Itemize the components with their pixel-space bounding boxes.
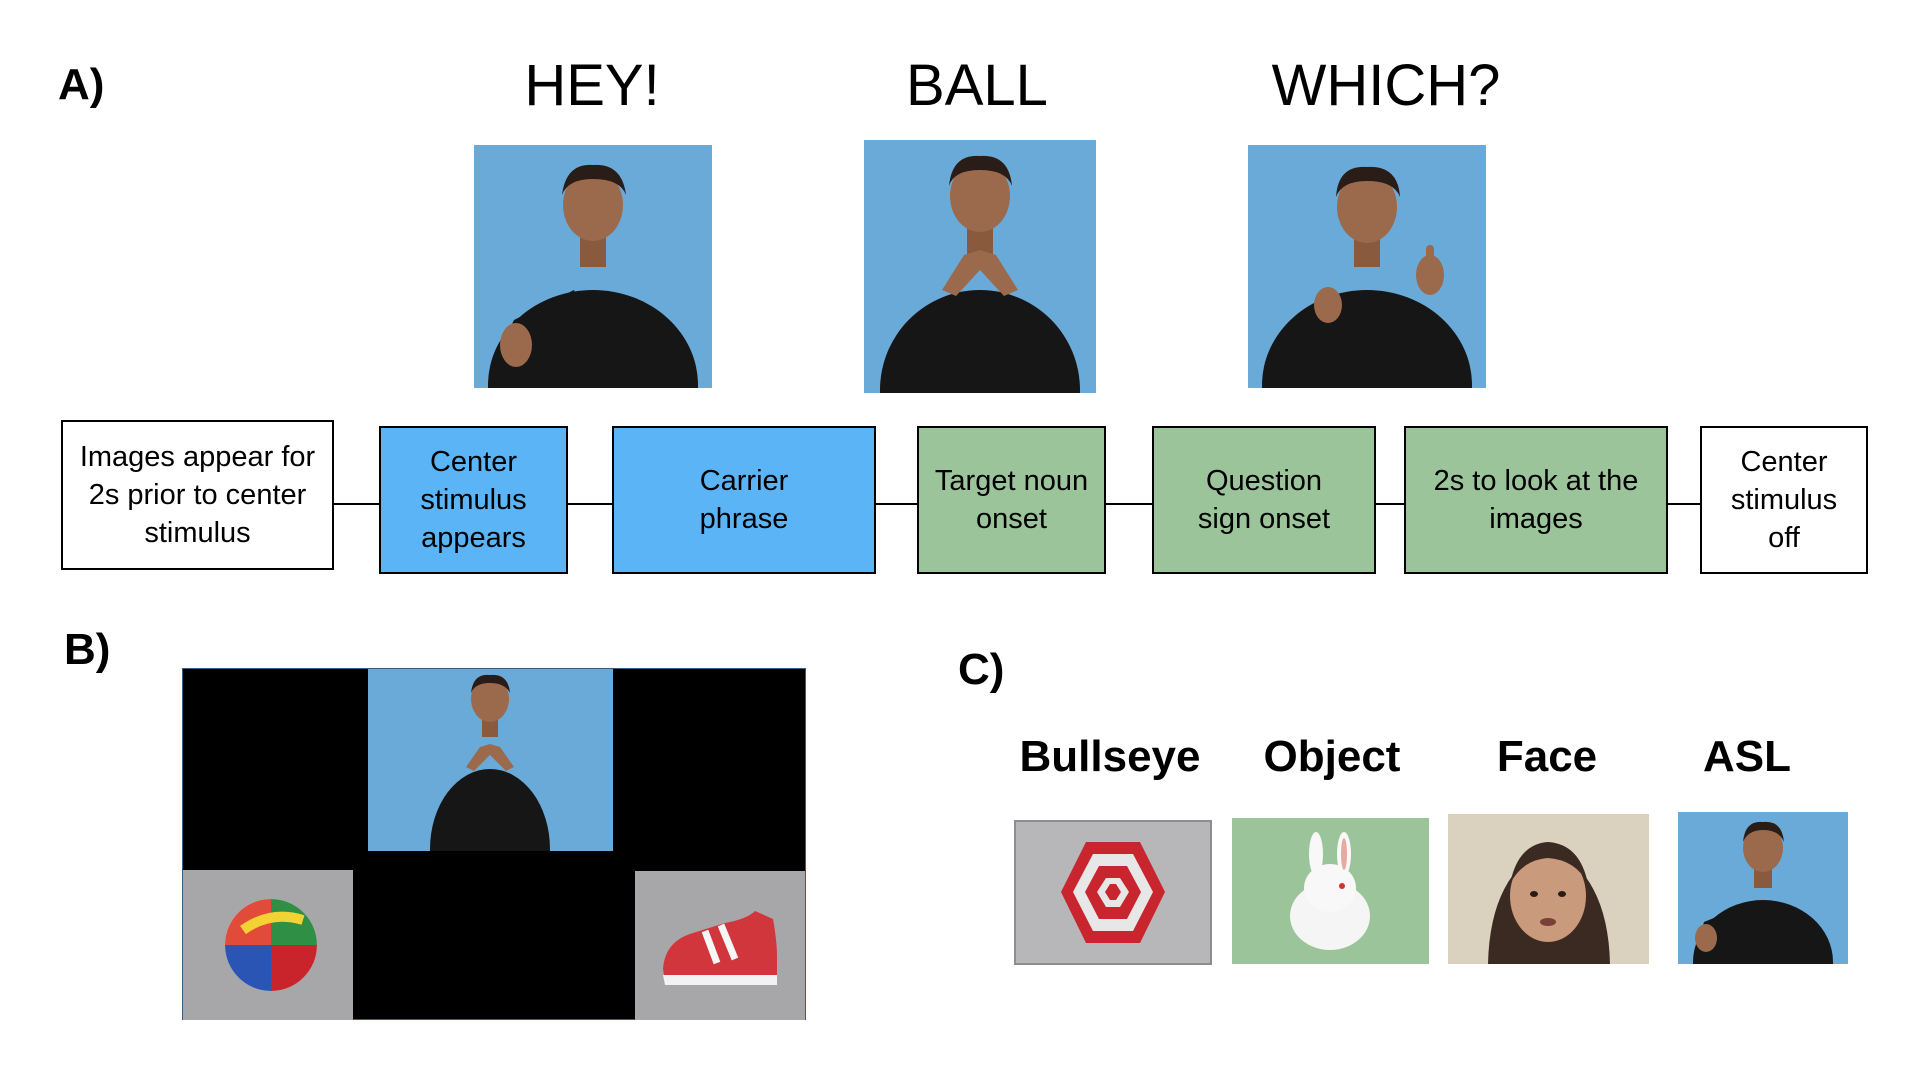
timeline-step-target-noun-onset: Target noun onset	[917, 426, 1106, 574]
signer-figure-ball	[880, 155, 1080, 393]
signer-photo-hey	[474, 145, 712, 388]
beach-ball-icon	[225, 899, 317, 991]
bullseye-icon	[1061, 842, 1165, 943]
timeline-step-carrier-phrase: Carrier phrase	[612, 426, 876, 574]
timeline-step-images-appear: Images appear for 2s prior to center sti…	[61, 420, 334, 570]
timeline-step-center-stimulus-appears: Center stimulus appears	[379, 426, 568, 574]
panel-label-a: A)	[58, 60, 105, 109]
signer-figure-asl	[1693, 821, 1833, 964]
signer-photo-which	[1248, 145, 1486, 388]
timeline-connector-3	[874, 503, 920, 505]
signer-figure-which	[1262, 166, 1472, 388]
condition-image-asl	[1678, 812, 1848, 964]
condition-image-object	[1232, 818, 1429, 964]
timeline-connector-6	[1666, 503, 1702, 505]
condition-image-bullseye	[1014, 820, 1212, 965]
condition-title-bullseye: Bullseye	[1019, 732, 1201, 781]
timeline-step-question-sign-onset: Question sign onset	[1152, 426, 1376, 574]
timeline-connector-5	[1374, 503, 1406, 505]
target-image-ball	[183, 870, 353, 1020]
center-stimulus-video	[368, 669, 613, 851]
timeline-connector-1	[333, 503, 381, 505]
sneaker-icon	[663, 911, 777, 985]
condition-image-face	[1448, 814, 1649, 964]
sign-word-hey: HEY!	[524, 53, 660, 118]
timeline-connector-4	[1104, 503, 1154, 505]
experiment-screen	[182, 668, 806, 1020]
sign-word-which: WHICH?	[1271, 53, 1501, 118]
signer-figure-center	[430, 674, 550, 851]
sign-word-ball: BALL	[906, 53, 1048, 118]
condition-title-face: Face	[1496, 732, 1598, 781]
condition-title-object: Object	[1263, 732, 1401, 781]
panel-label-b: B)	[64, 625, 111, 674]
timeline-step-center-stimulus-off: Center stimulus off	[1700, 426, 1868, 574]
timeline-step-look-at-images: 2s to look at the images	[1404, 426, 1668, 574]
timeline-connector-2	[566, 503, 614, 505]
signer-figure-hey	[488, 164, 698, 388]
panel-label-c: C)	[958, 645, 1005, 694]
distractor-image-shoe	[635, 871, 805, 1020]
signer-photo-ball	[864, 140, 1096, 393]
rabbit-icon	[1290, 832, 1370, 950]
face-icon	[1488, 842, 1610, 964]
condition-title-asl: ASL	[1703, 732, 1791, 781]
